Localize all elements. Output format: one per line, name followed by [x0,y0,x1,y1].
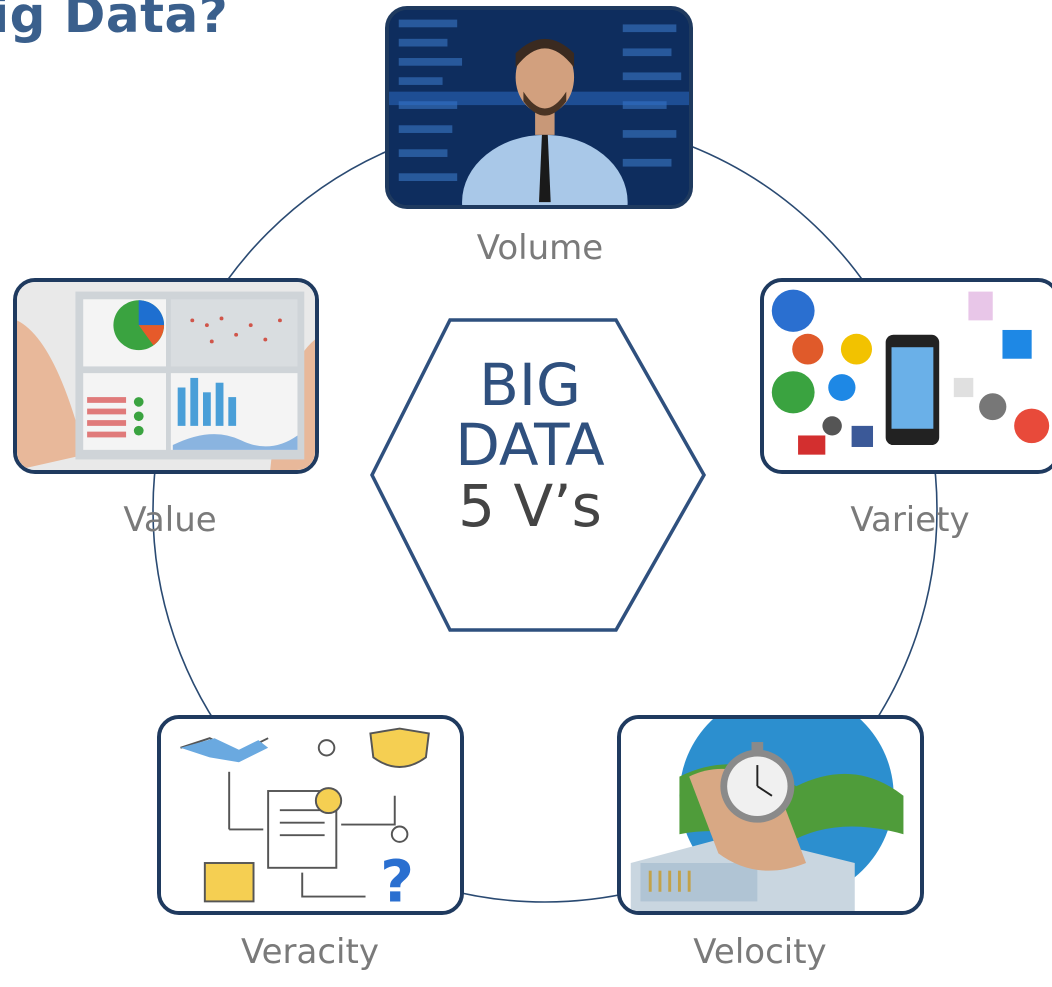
label-value: Value [123,500,217,540]
value-image [13,278,319,474]
center-line-big: BIG [479,351,581,419]
center-hexagon [370,318,707,632]
velocity-image [617,715,924,915]
label-volume: Volume [476,228,604,268]
center-line-5vs: 5 V’s [458,471,602,540]
veracity-image: ? [157,715,464,915]
page-title: ig Data? [0,0,229,44]
svg-text:?: ? [380,848,414,911]
center-line-data: DATA [455,411,605,480]
label-veracity: Veracity [241,932,379,972]
volume-image [385,6,693,209]
center-label: BIG DATA 5 V’s [440,355,620,536]
label-velocity: Velocity [693,932,827,972]
variety-image [760,278,1052,474]
label-variety: Variety [850,500,970,540]
